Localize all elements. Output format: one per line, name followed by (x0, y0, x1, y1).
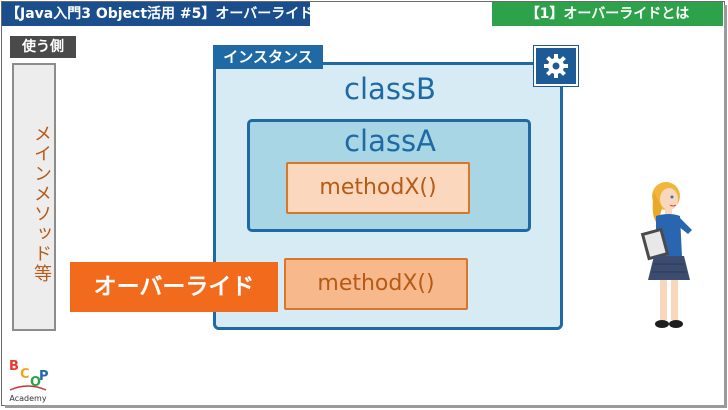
settings-button[interactable] (534, 46, 578, 86)
svg-text:P: P (39, 369, 49, 384)
svg-text:B: B (9, 359, 19, 374)
presenter-character (640, 182, 692, 328)
logo-mark: B C O P (9, 359, 49, 391)
frame-shadow-right (724, 5, 727, 408)
class-b-title: classB (344, 72, 436, 106)
caller-box: メインメソッド等 (12, 63, 56, 331)
svg-text:O: O (30, 375, 41, 390)
gear-icon (544, 54, 568, 78)
section-title-banner: 【1】オーバーライドとは (492, 2, 723, 26)
class-a-method: methodX() (286, 162, 470, 214)
user-side-label: 使う側 (10, 36, 76, 58)
override-label: オーバーライド (70, 262, 278, 312)
instance-label: インスタンス (213, 45, 323, 69)
logo-caption: Academy (9, 394, 47, 403)
frame-shadow-bottom (5, 405, 727, 408)
caller-text: メインメソッド等 (31, 124, 52, 284)
bcop-academy-logo: B C O P Academy (6, 356, 50, 406)
class-b-override-method: methodX() (284, 258, 468, 310)
class-a-title: classA (344, 124, 436, 158)
lesson-title-banner: 【Java入門3 Object活用 #5】オーバーライド (2, 2, 313, 26)
svg-text:C: C (20, 367, 30, 382)
